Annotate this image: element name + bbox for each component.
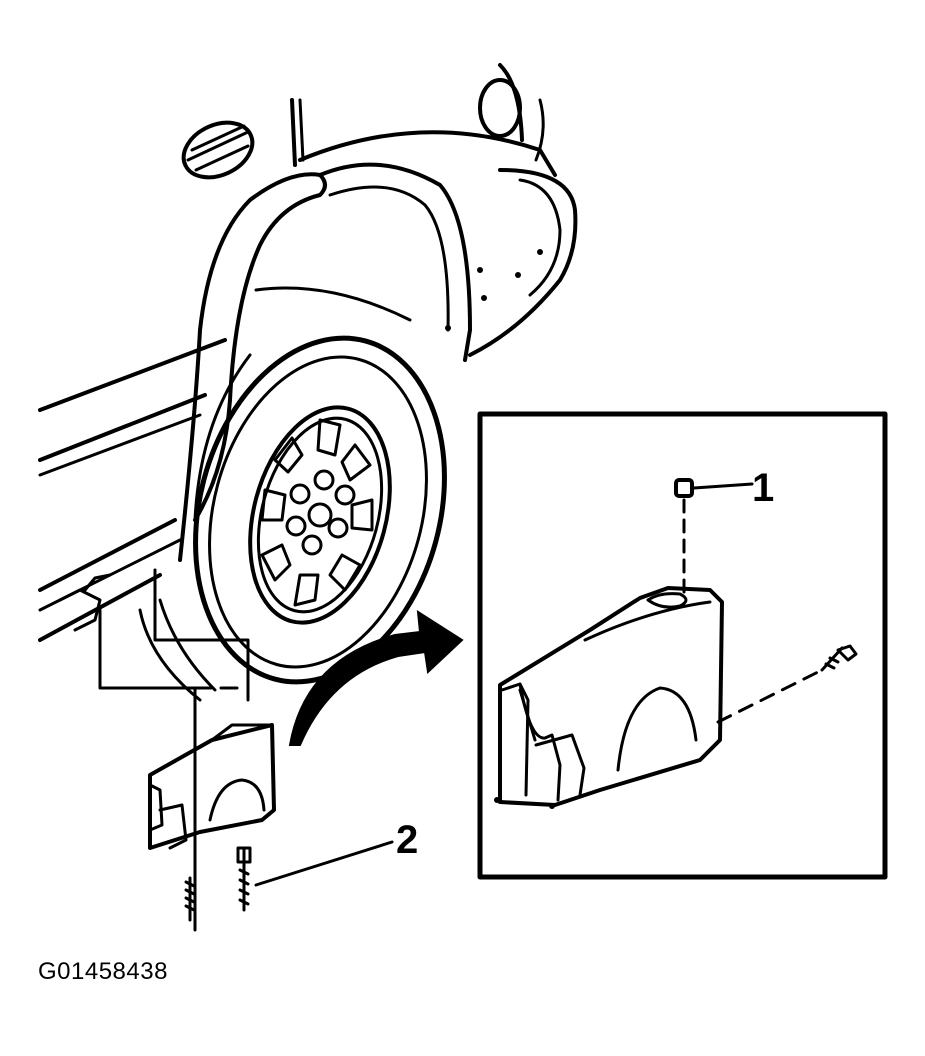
detail-arrow xyxy=(288,610,464,746)
splash-shield-main xyxy=(148,723,276,850)
emblem-logo xyxy=(181,120,255,180)
figure-id-label: G01458438 xyxy=(38,958,168,985)
detail-bolt xyxy=(716,644,858,724)
vehicle-body xyxy=(38,63,578,642)
tire-and-wheel xyxy=(138,335,447,702)
bolt-fasteners xyxy=(184,846,252,922)
detail-inset xyxy=(477,411,888,880)
location-leader-lines xyxy=(98,568,250,932)
callout-1-label: 1 xyxy=(752,466,775,510)
callout-2-label: 2 xyxy=(396,818,419,862)
nut-fastener xyxy=(674,478,754,594)
callout-2-leader xyxy=(254,840,394,887)
